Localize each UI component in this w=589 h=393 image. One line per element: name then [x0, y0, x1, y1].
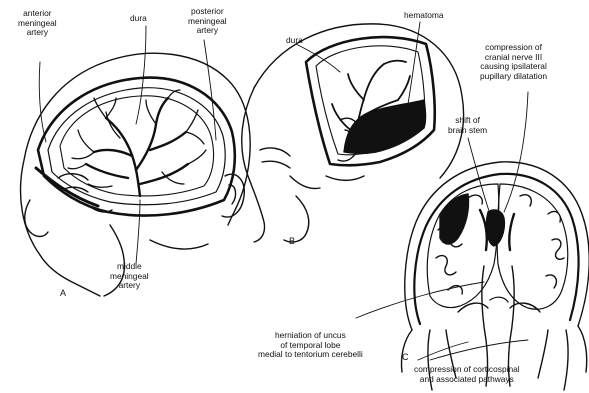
label-line: dura: [130, 14, 147, 24]
label-line: dura: [286, 36, 303, 46]
label-anterior-meningeal-artery: anterior meningeal artery: [18, 9, 57, 38]
label-line: and associated pathways: [414, 375, 520, 385]
panel-label-c: C: [402, 352, 409, 362]
label-dura-a: dura: [130, 14, 147, 24]
label-posterior-meningeal-artery: posterior meningeal artery: [188, 7, 227, 36]
label-compression-cranial-nerve: compression of cranial nerve III causing…: [480, 43, 547, 81]
panel-a-head: [21, 53, 251, 296]
label-herniation-of-uncus: herniation of uncus of temporal lobe med…: [258, 331, 363, 360]
label-line: medial to tentorium cerebelli: [258, 350, 363, 360]
hematoma-mass: [344, 100, 426, 154]
panel-label-b: B: [289, 236, 295, 246]
panel-c-section: [401, 162, 589, 390]
label-line: artery: [110, 281, 149, 291]
label-line: brain stem: [448, 126, 487, 136]
label-line: artery: [188, 26, 227, 36]
label-line: artery: [18, 28, 57, 38]
label-middle-meningeal-artery: middle meningeal artery: [110, 262, 149, 291]
section-c-hematoma: [440, 194, 469, 244]
label-shift-of-brain-stem: shift of brain stem: [448, 116, 487, 135]
section-c-ventricle: [486, 210, 504, 246]
label-line: hematoma: [404, 11, 444, 21]
label-line: pupillary dilatation: [480, 72, 547, 82]
label-dura-b: dura: [286, 36, 303, 46]
label-compression-corticospinal: compression of corticospinal and associa…: [414, 365, 520, 384]
label-hematoma: hematoma: [404, 11, 444, 21]
panel-label-a: A: [60, 288, 66, 298]
